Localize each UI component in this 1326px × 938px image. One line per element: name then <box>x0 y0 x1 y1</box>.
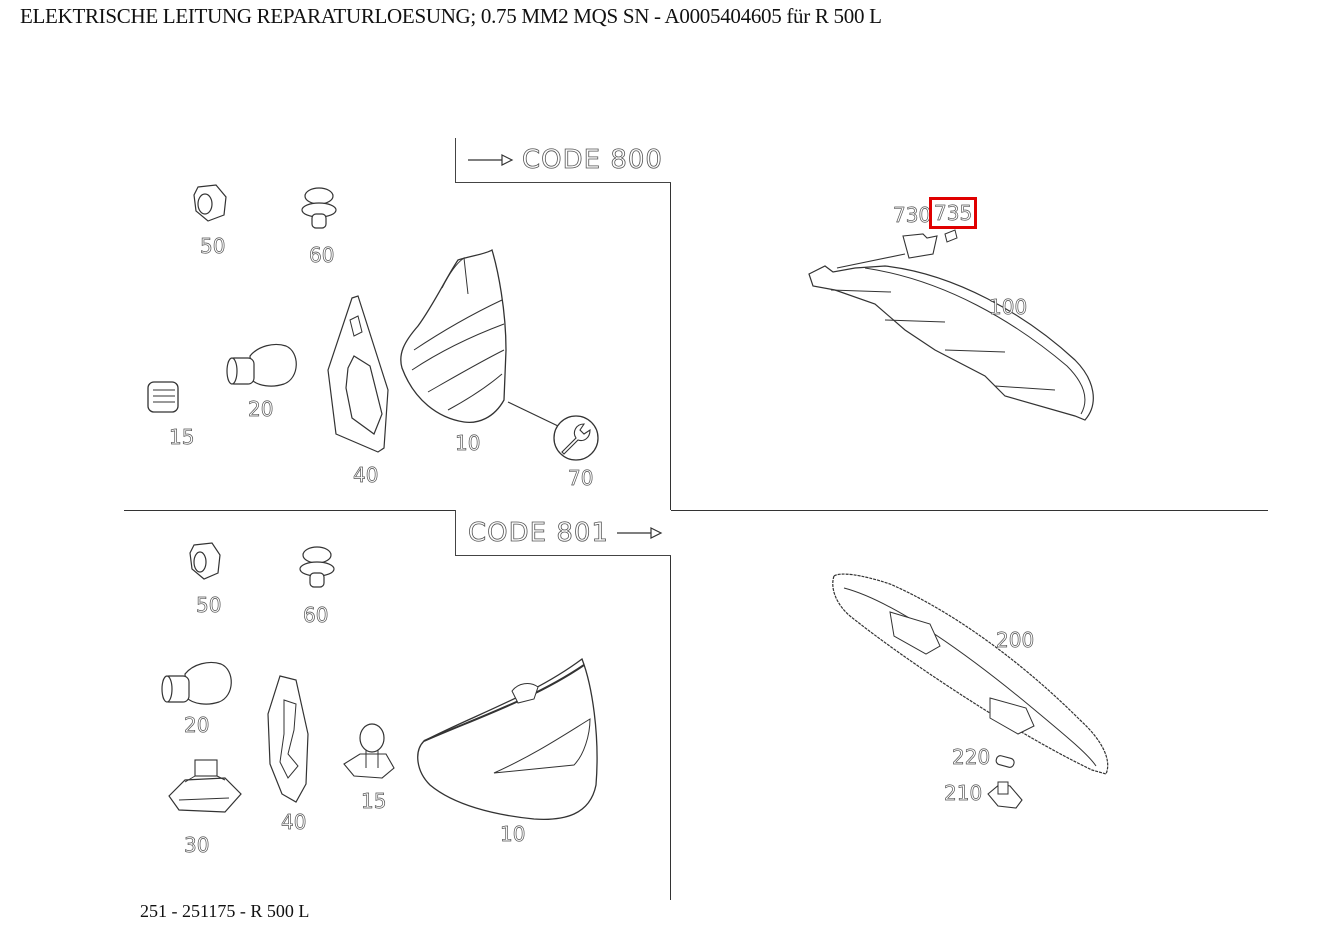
callout-210[interactable]: 210 <box>944 781 983 806</box>
callout-50[interactable]: 50 <box>200 234 226 259</box>
callout-60[interactable]: 60 <box>309 243 335 268</box>
callout-15[interactable]: 15 <box>361 789 387 814</box>
page-title: ELEKTRISCHE LEITUNG REPARATURLOESUNG; 0.… <box>20 4 882 28</box>
callout-50[interactable]: 50 <box>196 593 222 618</box>
callout-100[interactable]: 100 <box>989 295 1028 320</box>
hex-nut-drawing[interactable] <box>186 541 224 583</box>
leader-line-70 <box>507 401 599 461</box>
bulb-holder-small-drawing[interactable] <box>984 780 1026 810</box>
clip-drawing[interactable] <box>295 545 339 591</box>
callout-60[interactable]: 60 <box>303 603 329 628</box>
tail-lamp-code800-drawing[interactable] <box>398 248 513 425</box>
callout-10[interactable]: 10 <box>500 822 526 847</box>
callout-200[interactable]: 200 <box>996 628 1035 653</box>
clip-drawing[interactable] <box>297 186 341 232</box>
small-bulb-drawing[interactable] <box>994 754 1018 770</box>
right-arrow-icon <box>616 526 663 539</box>
callout-220[interactable]: 220 <box>952 745 991 770</box>
tail-lamp-code801-drawing[interactable] <box>414 655 604 825</box>
wrench-icon <box>553 415 599 461</box>
code-800-label: CODE 800 <box>522 145 663 176</box>
wiring-harness-assembly-drawing[interactable] <box>805 224 1100 426</box>
callout-30[interactable]: 30 <box>184 833 210 858</box>
gasket-drawing[interactable] <box>266 674 312 804</box>
diagram-reference: 251 - 251175 - R 500 L <box>140 901 310 921</box>
callout-735-highlighted[interactable]: 735 <box>928 197 978 229</box>
bulb-holder-drawing[interactable] <box>338 722 396 782</box>
callout-40[interactable]: 40 <box>281 810 307 835</box>
bulb-drawing[interactable] <box>157 660 239 710</box>
bulb-drawing[interactable] <box>222 342 302 392</box>
lamp-module-drawing[interactable] <box>165 756 245 816</box>
code-801-label: CODE 801 <box>468 517 609 548</box>
callout-730[interactable]: 730 <box>893 203 932 228</box>
callout-70[interactable]: 70 <box>568 466 594 491</box>
code-800-box: CODE 800 <box>455 138 671 183</box>
horizontal-divider <box>124 510 1268 511</box>
code-801-box: CODE 801 <box>455 510 671 556</box>
callout-20[interactable]: 20 <box>184 713 210 738</box>
bulb-socket-drawing[interactable] <box>143 376 185 418</box>
gasket-drawing[interactable] <box>324 294 394 454</box>
right-arrow-icon <box>468 154 514 166</box>
rear-light-bar-drawing[interactable] <box>830 570 1112 780</box>
callout-40[interactable]: 40 <box>353 463 379 488</box>
callout-20[interactable]: 20 <box>248 397 274 422</box>
callout-15[interactable]: 15 <box>169 425 195 450</box>
hex-nut-drawing[interactable] <box>190 183 230 225</box>
callout-10[interactable]: 10 <box>455 431 481 456</box>
